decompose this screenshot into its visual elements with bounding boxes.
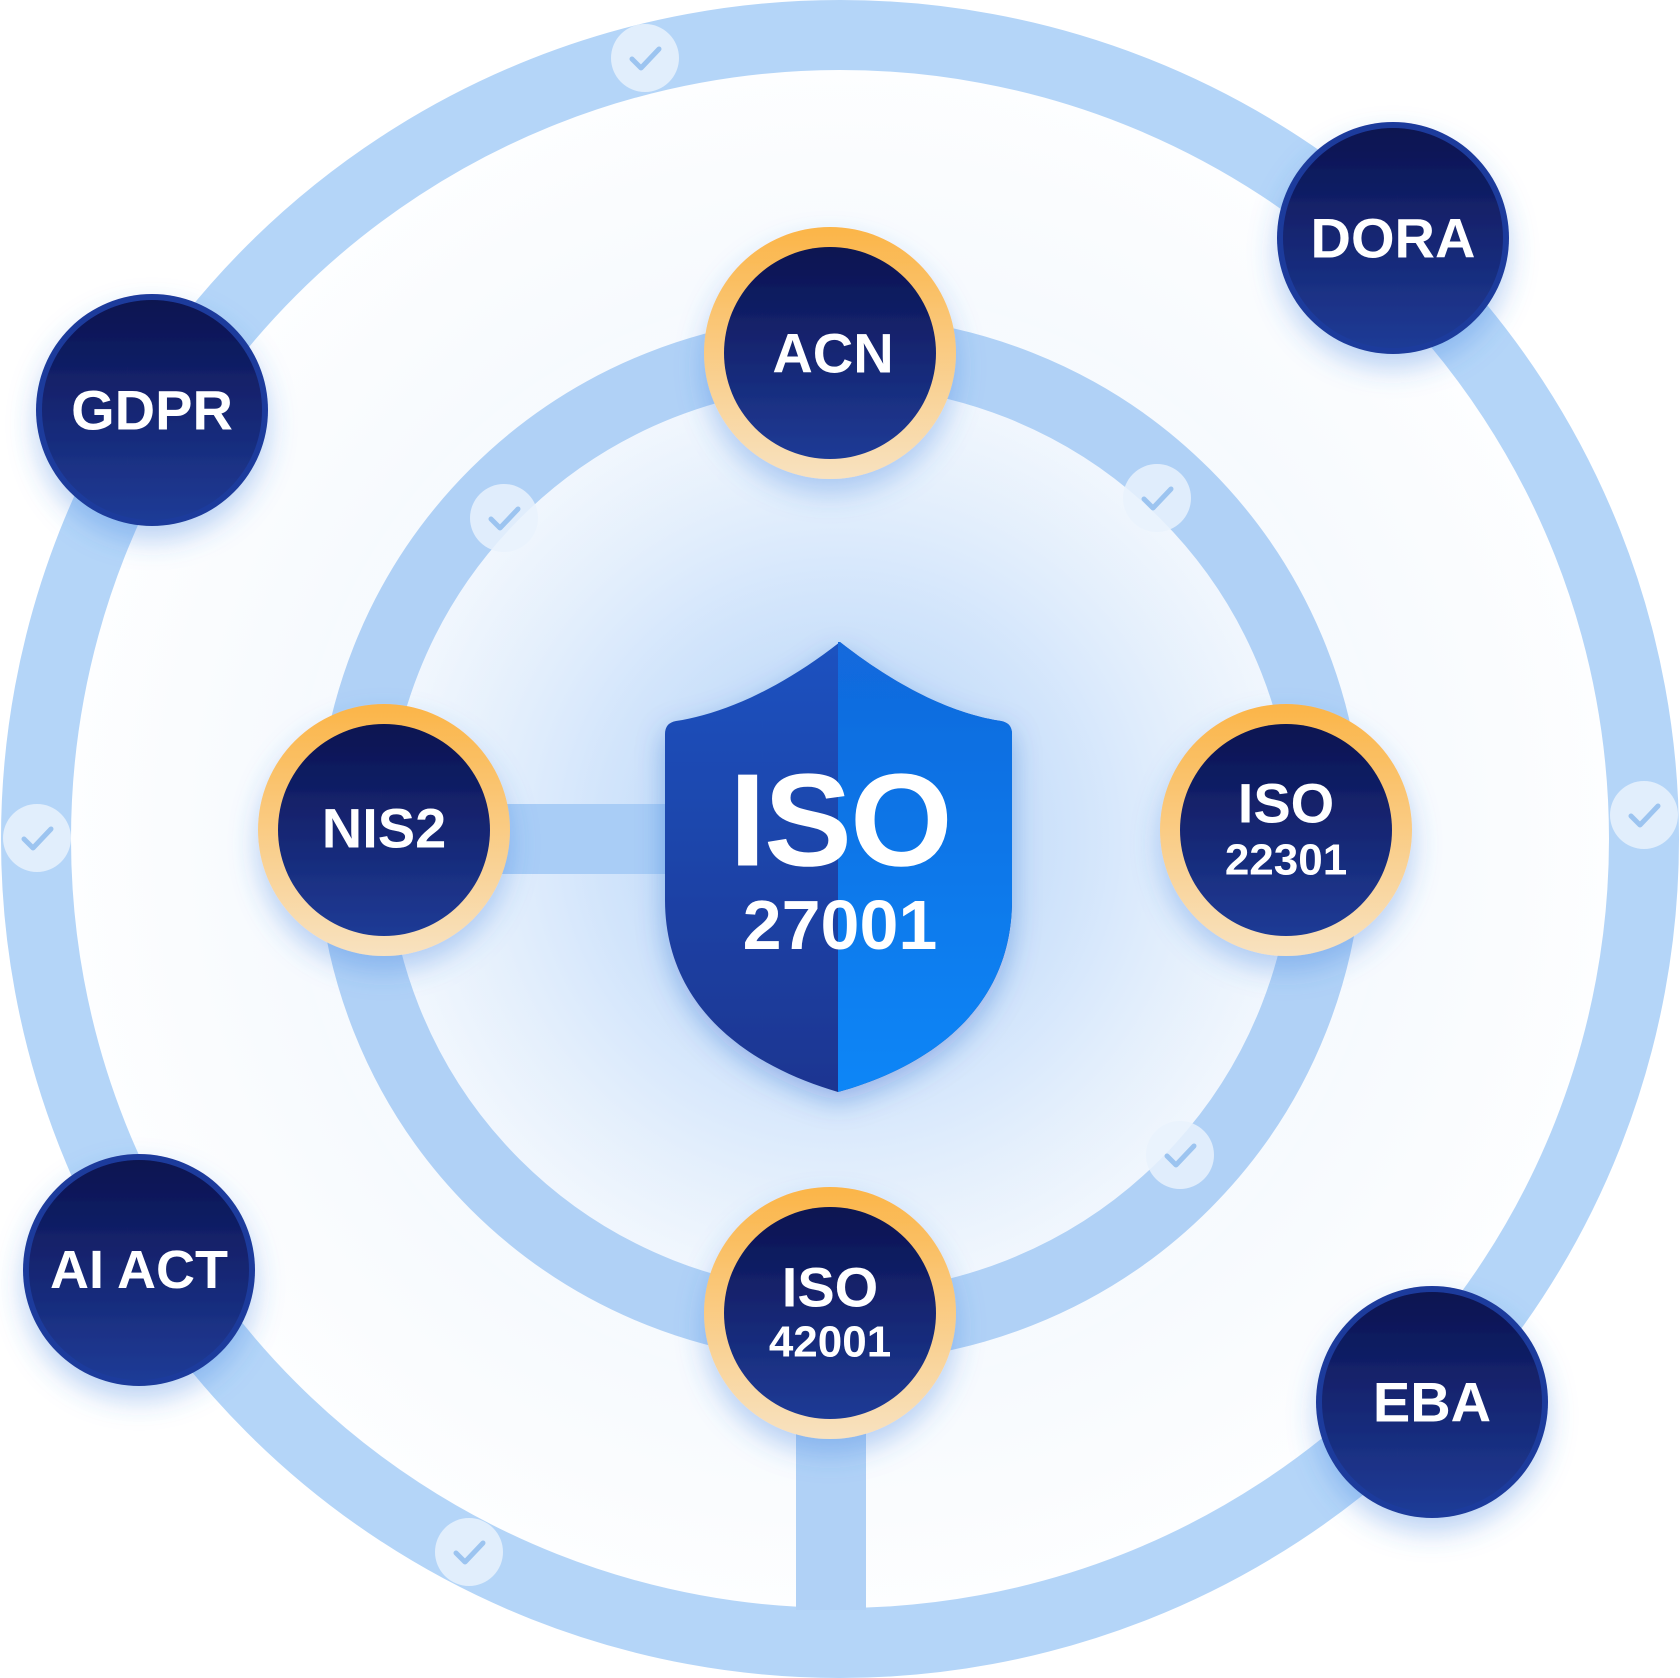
- node-eba-label: EBA: [1373, 1371, 1491, 1434]
- check-icon: [1164, 1143, 1197, 1168]
- check-icon: [21, 826, 54, 851]
- node-eba: [1316, 1286, 1548, 1518]
- node-iso-22301-fill: [1180, 724, 1392, 936]
- check-icon: [1628, 803, 1661, 828]
- check-badge: [1146, 1121, 1214, 1189]
- node-iso-42001: [704, 1187, 956, 1439]
- node-iso-42001-fill: [724, 1207, 936, 1419]
- node-gdpr-fill: [42, 300, 262, 520]
- check-icon: [1141, 486, 1174, 511]
- node-iso-22301: [1160, 704, 1412, 956]
- check-icon: [453, 1540, 486, 1565]
- check-badge: [3, 804, 71, 872]
- center-subtitle: 27001: [743, 886, 938, 964]
- check-badge: [1123, 464, 1191, 532]
- check-badge: [470, 484, 538, 552]
- shield-right-half: [838, 642, 1012, 1092]
- node-nis2-label: NIS2: [322, 797, 447, 860]
- check-icon: [629, 46, 662, 71]
- node-dora: [1277, 122, 1509, 354]
- check-badges: [3, 24, 1678, 1586]
- center-shield: [665, 642, 1012, 1092]
- node-dora-label: DORA: [1311, 207, 1476, 270]
- nis2-connector: [500, 804, 680, 874]
- center-title: ISO: [729, 747, 950, 894]
- node-ai-act: [23, 1154, 255, 1386]
- node-iso-42001-line1: ISO: [782, 1256, 878, 1319]
- node-gdpr-label: GDPR: [71, 379, 233, 442]
- node-gdpr: [36, 294, 268, 526]
- node-acn: [704, 227, 956, 479]
- node-eba-fill: [1322, 1292, 1542, 1512]
- node-iso-22301-line1: ISO: [1238, 772, 1334, 835]
- node-iso-22301-line2: 22301: [1225, 836, 1347, 885]
- check-icon: [488, 506, 521, 531]
- node-ai-act-label: AI ACT: [50, 1240, 228, 1300]
- node-acn-label: ACN: [772, 322, 893, 385]
- node-nis2-fill: [278, 724, 490, 936]
- check-badge: [435, 1518, 503, 1586]
- node-ai-act-fill: [29, 1160, 249, 1380]
- node-nis2: [258, 704, 510, 956]
- node-acn-fill: [724, 247, 936, 459]
- node-dora-fill: [1283, 128, 1503, 348]
- check-badge: [1610, 781, 1678, 849]
- node-iso-42001-line2: 42001: [769, 1318, 891, 1367]
- check-badge: [611, 24, 679, 92]
